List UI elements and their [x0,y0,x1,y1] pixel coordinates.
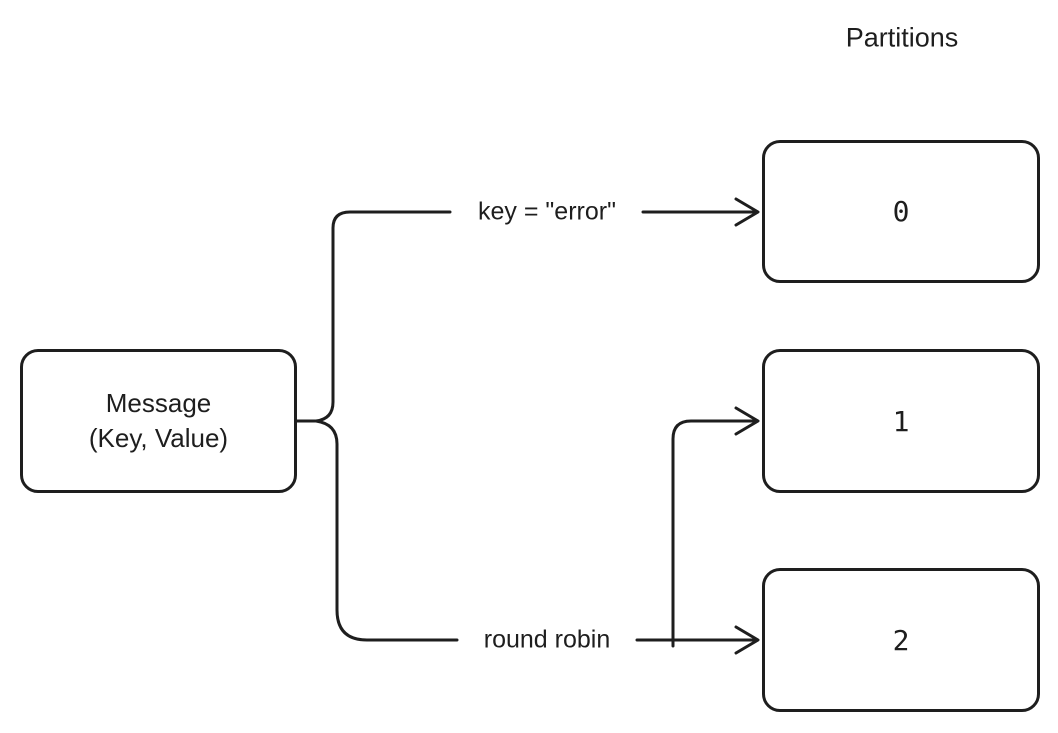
message-node-line2: (Key, Value) [88,423,229,453]
partition-node-label: 0 [892,195,910,228]
edge-label-key: key = "error" [470,197,624,227]
message-node-line1: Message [105,388,212,418]
edge-fork-down [314,419,459,642]
partition-node-label: 1 [892,404,910,438]
arrowhead-partition-2 [734,625,760,655]
edge-branch-partition-1 [671,419,757,648]
partition-node-2: 2 [762,568,1040,712]
partition-node-1: 1 [762,349,1040,493]
partition-node-0: 0 [762,140,1040,283]
arrowhead-partition-0 [734,197,760,227]
partition-node-label: 2 [892,623,910,657]
arrowhead-partition-1 [734,406,760,436]
partitions-title: Partitions [845,22,959,53]
edge-fork-up [295,210,452,423]
edge-label-round-robin: round robin [475,625,619,655]
message-node: Message (Key, Value) [20,349,297,493]
